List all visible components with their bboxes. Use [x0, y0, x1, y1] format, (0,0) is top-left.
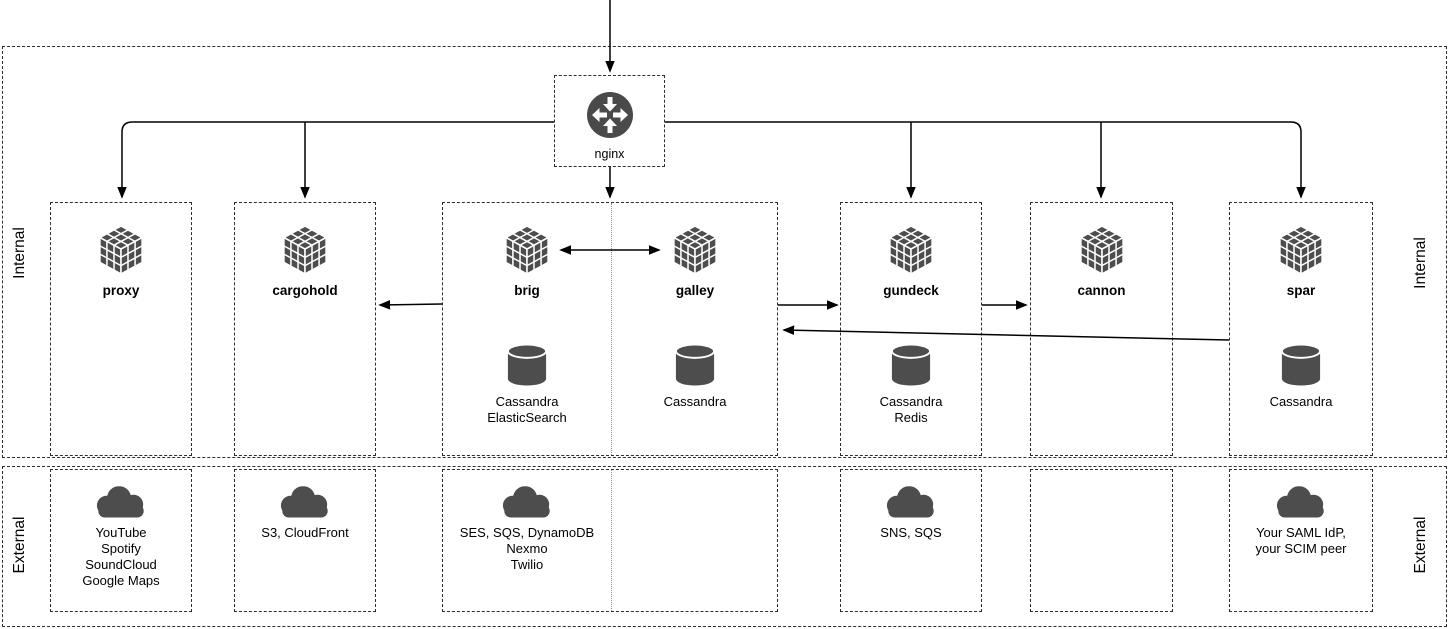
- datastore-label: Cassandra: [663, 394, 727, 409]
- service-cell-galley: galley Cassandra: [611, 203, 779, 455]
- external-cell-galley-empty: [611, 470, 779, 611]
- database-cylinder-icon: [674, 343, 716, 388]
- internal-region-box: [2, 46, 1447, 458]
- external-service-label: YouTube: [95, 525, 147, 540]
- service-name-proxy: proxy: [102, 283, 140, 298]
- cube-icon: [504, 224, 550, 276]
- external-box-cargohold: S3, CloudFront: [234, 469, 376, 612]
- service-box-gundeck: gundeck Cassandra Redis: [840, 202, 982, 456]
- cloud-icon: [884, 486, 938, 519]
- external-box-spar: Your SAML IdP, your SCIM peer: [1229, 469, 1373, 612]
- cube-icon: [672, 224, 718, 276]
- datastore-labels-brig: Cassandra ElasticSearch: [443, 394, 611, 426]
- external-service-label: Your SAML IdP,: [1256, 525, 1346, 540]
- brig-galley-divider: [611, 203, 612, 455]
- external-service-label: SoundCloud: [85, 557, 157, 572]
- external-box-proxy: YouTube Spotify SoundCloud Google Maps: [50, 469, 192, 612]
- cube-icon: [1278, 224, 1324, 276]
- external-box-cannon-empty: [1030, 469, 1173, 612]
- cloud-icon: [1274, 486, 1328, 519]
- router-icon: [586, 91, 634, 139]
- datastore-labels-spar: Cassandra: [1230, 394, 1372, 410]
- external-labels-gundeck: SNS, SQS: [841, 525, 981, 541]
- service-cell-brig: brig Cassandra ElasticSearch: [443, 203, 611, 455]
- external-box-brig-galley: SES, SQS, DynamoDB Nexmo Twilio: [442, 469, 778, 612]
- cloud-icon: [278, 486, 332, 519]
- database-cylinder-icon: [506, 343, 548, 388]
- external-service-label: SES, SQS, DynamoDB: [459, 525, 595, 540]
- service-name-spar: spar: [1286, 283, 1316, 298]
- external-service-label: your SCIM peer: [1255, 541, 1347, 556]
- cube-icon: [1079, 224, 1125, 276]
- external-region-label-left: External: [11, 516, 28, 574]
- service-name-cannon: cannon: [1077, 283, 1126, 298]
- external-labels-proxy: YouTube Spotify SoundCloud Google Maps: [51, 525, 191, 589]
- datastore-label: Cassandra: [1269, 394, 1333, 409]
- database-cylinder-icon: [890, 343, 932, 388]
- database-cylinder-icon: [1280, 343, 1322, 388]
- service-name-brig: brig: [514, 283, 540, 298]
- datastore-label: Cassandra: [495, 394, 559, 409]
- external-service-label: SNS, SQS: [880, 525, 942, 540]
- external-service-label: Nexmo: [506, 541, 548, 556]
- external-labels-cargohold: S3, CloudFront: [235, 525, 375, 541]
- datastore-label: Cassandra: [879, 394, 943, 409]
- external-box-gundeck: SNS, SQS: [840, 469, 982, 612]
- external-service-label: S3, CloudFront: [261, 525, 349, 540]
- external-service-label: Twilio: [510, 557, 544, 572]
- external-service-label: Spotify: [101, 541, 141, 556]
- node-nginx: nginx: [554, 75, 665, 167]
- service-box-spar: spar Cassandra: [1229, 202, 1373, 456]
- datastore-label: ElasticSearch: [487, 410, 567, 425]
- datastore-label: Redis: [894, 410, 928, 425]
- service-box-brig-galley: brig Cassandra ElasticSearch galley Cass…: [442, 202, 778, 456]
- cube-icon: [282, 224, 328, 276]
- datastore-labels-gundeck: Cassandra Redis: [841, 394, 981, 426]
- service-name-gundeck: gundeck: [883, 283, 939, 298]
- external-region-box: [2, 466, 1447, 627]
- nginx-label: nginx: [594, 147, 625, 161]
- external-labels-spar: Your SAML IdP, your SCIM peer: [1230, 525, 1372, 557]
- external-service-label: Google Maps: [82, 573, 160, 588]
- service-box-cargohold: cargohold: [234, 202, 376, 456]
- service-name-galley: galley: [675, 283, 715, 298]
- datastore-labels-galley: Cassandra: [611, 394, 779, 410]
- external-region-label-right: External: [1412, 516, 1429, 574]
- internal-region-label-left: Internal: [11, 227, 28, 279]
- cube-icon: [98, 224, 144, 276]
- external-brig-galley-divider: [611, 470, 612, 611]
- external-cell-brig: SES, SQS, DynamoDB Nexmo Twilio: [443, 470, 611, 611]
- cube-icon: [888, 224, 934, 276]
- service-box-proxy: proxy: [50, 202, 192, 456]
- service-box-cannon: cannon: [1030, 202, 1173, 456]
- internal-region-label-right: Internal: [1412, 237, 1429, 289]
- cloud-icon: [500, 486, 554, 519]
- service-name-cargohold: cargohold: [272, 283, 338, 298]
- cloud-icon: [94, 486, 148, 519]
- external-labels-brig: SES, SQS, DynamoDB Nexmo Twilio: [443, 525, 611, 573]
